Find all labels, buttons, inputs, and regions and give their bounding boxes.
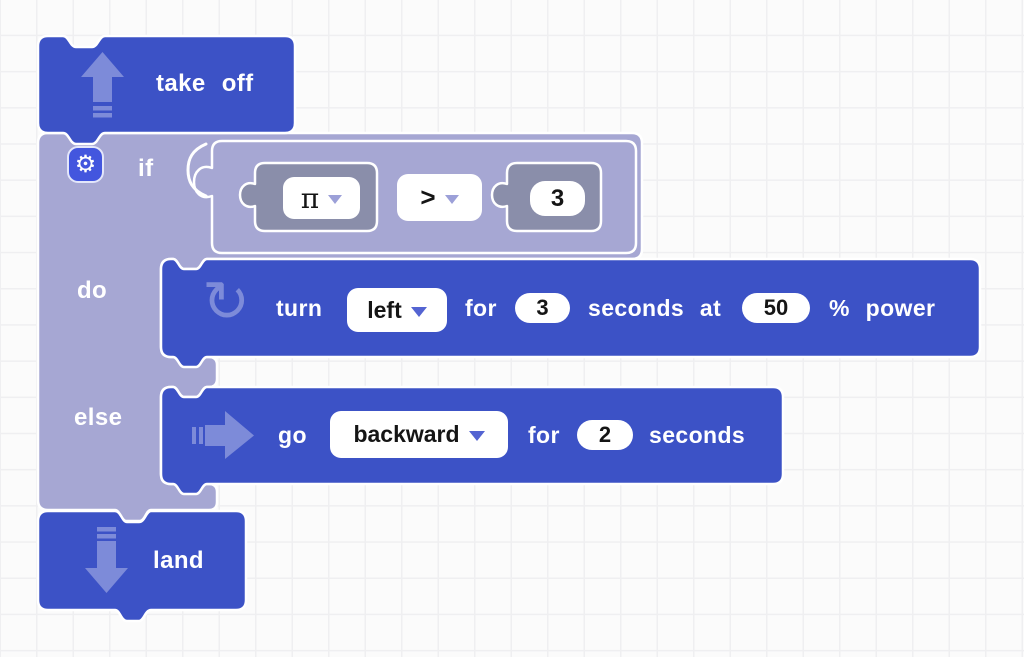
- comparison-number-field[interactable]: 3: [530, 181, 585, 216]
- turn-for-label: for: [465, 295, 497, 321]
- go-unit-label: seconds: [649, 422, 746, 448]
- go-duration-field[interactable]: 2: [577, 420, 633, 450]
- dropdown-arrow-icon: [410, 306, 427, 317]
- turn-verb-label: turn: [276, 295, 323, 321]
- turn-direction-value: left: [367, 296, 402, 323]
- value-socket-outline: [186, 142, 208, 198]
- go-duration-value: 2: [598, 422, 612, 447]
- turn-unit-label: seconds at: [588, 295, 722, 321]
- turn-power-label: % power: [829, 295, 936, 321]
- turn-duration-field[interactable]: 3: [515, 293, 570, 323]
- arrow-right-icon: [192, 411, 254, 459]
- pi-dropdown-value: π: [300, 181, 320, 215]
- else-label: else: [74, 404, 123, 431]
- pi-dropdown[interactable]: π: [283, 177, 360, 219]
- takeoff-arrow-up-icon: [81, 52, 124, 118]
- go-for-label: for: [528, 422, 560, 448]
- rotate-cw-icon: ↻: [202, 269, 250, 335]
- go-direction-dropdown[interactable]: backward: [330, 411, 508, 458]
- if-mutator-button[interactable]: ⚙: [67, 146, 104, 183]
- land-block-shape[interactable]: [36, 509, 248, 623]
- take-off-label: take off: [156, 70, 254, 97]
- turn-power-field[interactable]: 50: [742, 293, 810, 323]
- go-direction-value: backward: [353, 421, 460, 447]
- comparison-number-value: 3: [550, 184, 565, 212]
- dropdown-arrow-icon: [444, 194, 459, 204]
- turn-direction-dropdown[interactable]: left: [347, 288, 447, 332]
- if-label: if: [138, 155, 154, 182]
- operator-dropdown[interactable]: >: [397, 174, 482, 221]
- dropdown-arrow-icon: [468, 431, 485, 441]
- turn-duration-value: 3: [536, 295, 549, 320]
- turn-power-value: 50: [763, 295, 789, 320]
- turn-block-shape[interactable]: [159, 257, 982, 369]
- gear-icon: ⚙: [74, 150, 97, 178]
- land-arrow-down-icon: [85, 527, 128, 593]
- dropdown-arrow-icon: [328, 195, 343, 204]
- land-label: land: [153, 547, 204, 574]
- go-verb-label: go: [278, 422, 307, 448]
- do-label: do: [77, 277, 108, 304]
- operator-dropdown-value: >: [420, 182, 436, 212]
